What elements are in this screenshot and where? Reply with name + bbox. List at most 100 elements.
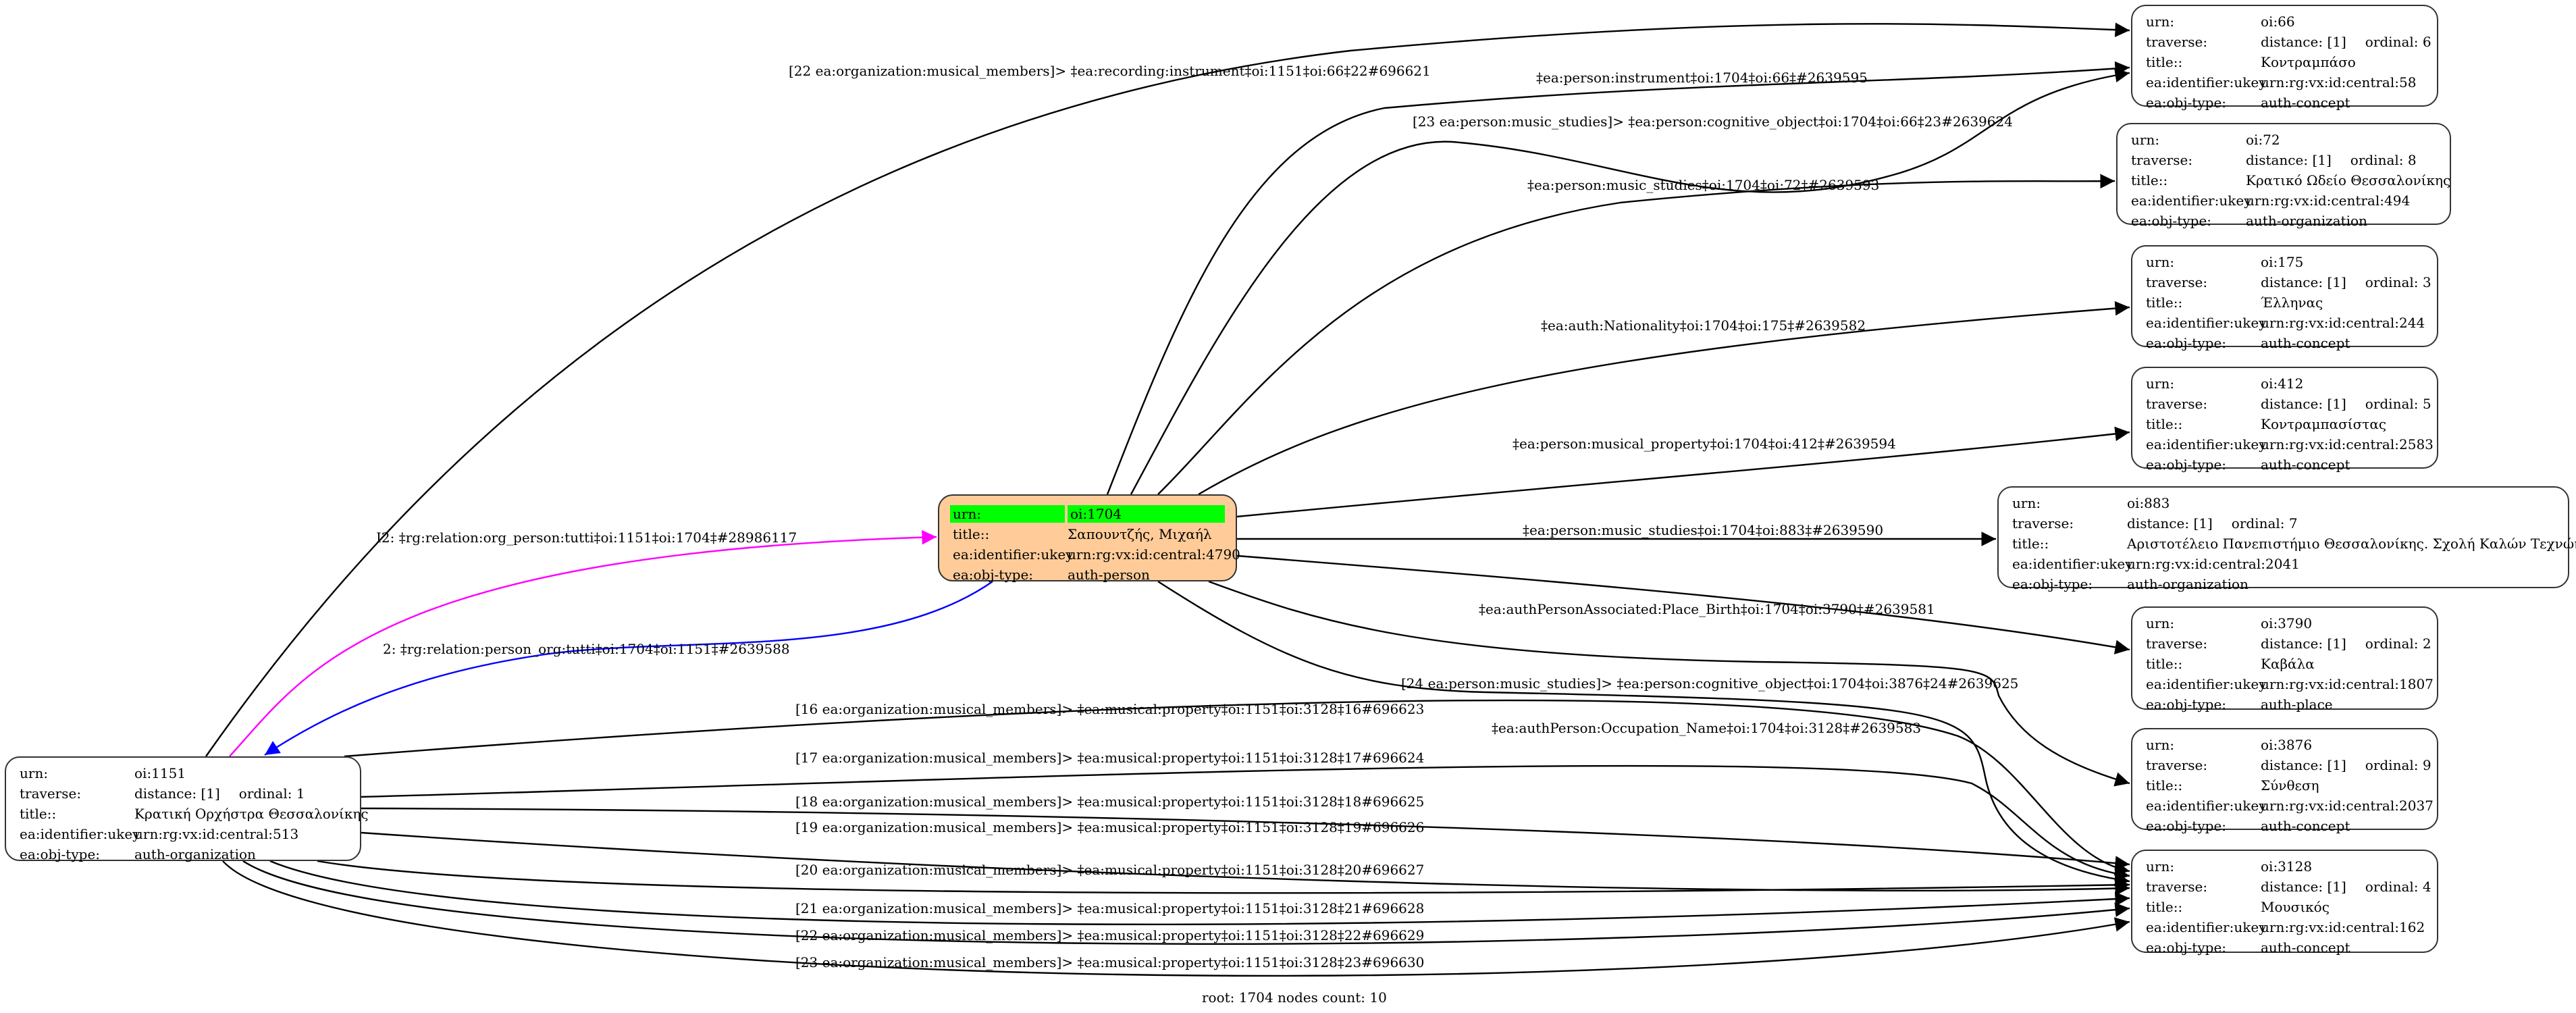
edge-1704-to-66: [1106, 61, 2130, 495]
node-field-label: ea:obj-type:: [2146, 696, 2227, 712]
edge-1151-to-3128: [361, 807, 2130, 871]
edge-label: [19 ea:organization:musical_members]> ‡e…: [795, 819, 1425, 835]
node-field-value: auth-organization: [2127, 576, 2249, 592]
node-ordinal: ordinal: 7: [2231, 515, 2298, 531]
graph-node-3876[interactable]: urn: oi:3876 traverse:distance: [1]ordinal…: [2131, 728, 2438, 834]
node-field-value: urn:rg:vx:id:central:244: [2261, 315, 2425, 331]
node-field-label: ea:obj-type:: [2146, 95, 2227, 111]
edge-1151-to-3128: [242, 860, 2130, 945]
edge-label: ‡ea:person:music_studies‡oi:1704‡oi:883‡…: [1523, 522, 1884, 538]
node-distance: distance: [1]: [2261, 635, 2346, 652]
graph-node-3790[interactable]: urn: oi:3790 traverse:distance: [1]ordinal…: [2131, 606, 2438, 712]
node-row-title: title::Κοντραμπασίστας: [2143, 414, 2426, 434]
node-field-label: title::: [2146, 416, 2183, 432]
node-row-traverse: traverse:distance: [1]ordinal: 1: [17, 783, 349, 804]
node-field-value: oi:175: [2261, 254, 2304, 270]
edge-label: [20 ea:organization:musical_members]> ‡e…: [795, 862, 1425, 878]
node-row-urn: urn:oi:175: [2143, 252, 2426, 272]
node-field-value: oi:3876: [2261, 737, 2313, 753]
node-field-value: auth-concept: [2261, 457, 2350, 473]
node-field-value: urn:rg:vx:id:central:513: [134, 826, 299, 842]
edge-1151-to-3128: [269, 860, 2130, 925]
node-row-urn: urn: oi:412: [2143, 373, 2426, 394]
node-field-value: urn:rg:vx:id:central:162: [2261, 919, 2425, 935]
node-row-objtype: ea:obj-type:auth-concept: [2143, 937, 2426, 958]
node-field-label: traverse:: [2012, 515, 2074, 531]
node-field-value: urn:rg:vx:id:central:58: [2261, 74, 2417, 90]
edge-1704-to-412: [1236, 426, 2130, 518]
node-field-label: urn:: [950, 505, 1065, 523]
node-row-title: title::Καβάλα: [2143, 654, 2426, 674]
node-row-urn: urn:oi:1151: [17, 763, 349, 783]
edge-1151-to-3128: [361, 831, 2130, 896]
node-row-traverse: traverse:distance: [1]ordinal: 9: [2143, 755, 2432, 775]
node-field-value: urn:rg:vx:id:central:2583: [2261, 436, 2434, 452]
edge-label: [17 ea:organization:musical_members]> ‡e…: [795, 750, 1425, 766]
node-field-label: ea:obj-type:: [2146, 457, 2227, 473]
node-field-label: ea:obj-type:: [2012, 576, 2093, 592]
node-field-label: title::: [20, 806, 57, 822]
node-field-value: urn:rg:vx:id:central:494: [2246, 192, 2411, 209]
node-row-objtype: ea:obj-type: auth-organization: [2009, 574, 2557, 594]
node-field-value: Σύνθεση: [2261, 777, 2319, 794]
node-row-traverse: traverse:distance: [1]ordinal: 2: [2143, 633, 2432, 654]
edge-label: [23 ea:person:music_studies]> ‡ea:person…: [1413, 113, 2013, 130]
node-field-value: auth-concept: [2261, 95, 2350, 111]
node-field-value: auth-concept: [2261, 335, 2350, 351]
node-field-value: oi:883: [2127, 495, 2170, 511]
node-row-objtype: ea:obj-type:auth-organization: [2128, 211, 2439, 231]
node-field-value: Κοντραμπασίστας: [2261, 416, 2387, 432]
node-field-value: urn:rg:vx:id:central:4790: [1068, 546, 1240, 563]
node-row-objtype: ea:obj-type: auth-concept: [2143, 454, 2426, 475]
node-row-title: title::Κρατική Ορχήστρα Θεσσαλονίκης: [17, 804, 369, 824]
edge-1151-to-3128: [222, 860, 2130, 977]
edge-label: [16 ea:organization:musical_members]> ‡e…: [795, 701, 1425, 717]
node-field-label: traverse:: [2146, 274, 2208, 290]
node-field-value: distance: [1]ordinal: 2: [2258, 635, 2432, 652]
node-field-value: Κρατικό Ωδείο Θεσσαλονίκης: [2246, 172, 2451, 188]
edge-1151-to-3128: [361, 764, 2130, 881]
edge-1704-to-72: [1157, 174, 2115, 495]
edge-label: [21 ea:organization:musical_members]> ‡e…: [795, 900, 1425, 916]
node-field-value: oi:412: [2261, 375, 2304, 392]
node-field-value: oi:1704: [1068, 505, 1225, 523]
node-field-value: oi:3128: [2261, 858, 2313, 875]
edge-1704-to-175: [1198, 301, 2130, 496]
node-field-label: urn:: [2146, 615, 2175, 631]
node-field-label: title::: [953, 526, 990, 542]
edge-label: [23 ea:organization:musical_members]> ‡e…: [795, 954, 1425, 970]
node-field-label: traverse:: [20, 785, 82, 802]
node-field-label: ea:obj-type:: [2146, 335, 2227, 351]
node-field-label: urn:: [2146, 375, 2175, 392]
node-field-label: urn:: [2146, 737, 2175, 753]
node-row-urn: urn:oi:66: [2143, 11, 2426, 32]
node-field-label: traverse:: [2131, 152, 2193, 168]
node-field-value: Κοντραμπάσο: [2261, 54, 2356, 70]
node-field-label: title::: [2146, 294, 2183, 311]
node-field-value: Καβάλα: [2261, 656, 2315, 672]
node-field-label: ea:identifier:ukey: [2146, 74, 2267, 90]
node-field-label: traverse:: [2146, 879, 2208, 895]
node-distance: distance: [1]: [2261, 757, 2346, 773]
node-ordinal: ordinal: 3: [2365, 274, 2432, 290]
node-field-label: ea:obj-type:: [2146, 818, 2227, 834]
edge-label: ‡ea:authPerson:Occupation_Name‡oi:1704‡o…: [1492, 720, 1922, 736]
node-field-value: distance: [1]ordinal: 4: [2258, 879, 2432, 895]
node-field-value: oi:3790: [2261, 615, 2313, 631]
node-field-label: ea:obj-type:: [2131, 213, 2212, 229]
node-field-label: traverse:: [2146, 396, 2208, 412]
